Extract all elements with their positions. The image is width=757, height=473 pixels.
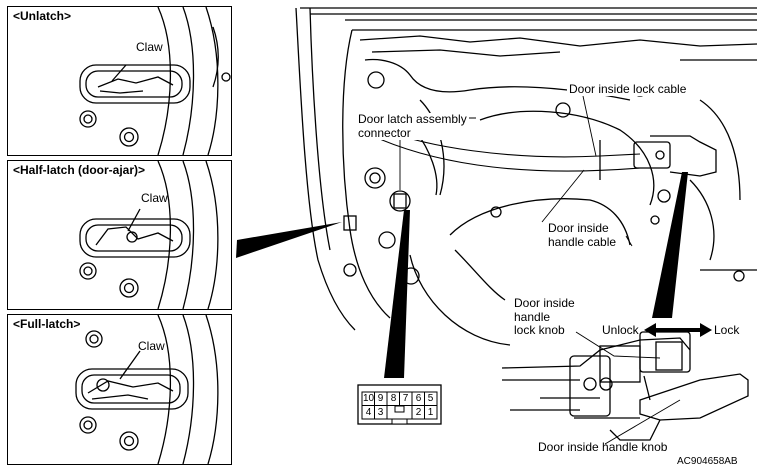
handle-detail-illustration — [501, 331, 749, 441]
pin-3: 3 — [377, 407, 384, 418]
unlatch-claw-label: Claw — [136, 40, 163, 54]
half-latch-title: <Half-latch (door-ajar)> — [13, 163, 146, 177]
lock-label: Lock — [714, 323, 740, 337]
connector-label: Door latch assembly connector — [356, 112, 469, 140]
full-latch-title: <Full-latch> — [13, 317, 81, 331]
figure-id: AC904658AB — [677, 456, 738, 467]
pin-10: 10 — [362, 393, 375, 404]
connector-pin-diagram — [357, 384, 442, 425]
pin-4: 4 — [365, 407, 372, 418]
half-latch-illustration — [79, 161, 219, 309]
pin-9: 9 — [377, 393, 384, 404]
pin-1: 1 — [427, 407, 434, 418]
pin-6: 6 — [415, 393, 422, 404]
handle-knob-label: Door inside handle knob — [538, 440, 668, 454]
lock-direction-arrows — [644, 323, 712, 337]
unlatch-illustration — [79, 7, 231, 155]
unlatch-panel: <Unlatch> Claw — [7, 6, 232, 156]
half-latch-panel: <Half-latch (door-ajar)> Claw — [7, 160, 232, 310]
half-latch-claw-label: Claw — [141, 191, 168, 205]
pin-2: 2 — [415, 407, 422, 418]
pin-8: 8 — [390, 393, 397, 404]
unlatch-title: <Unlatch> — [13, 9, 72, 23]
lock-knob-label: Door inside handle lock knob — [514, 296, 575, 337]
pin-7: 7 — [402, 393, 409, 404]
pin-5: 5 — [427, 393, 434, 404]
full-latch-illustration — [75, 315, 219, 464]
full-latch-claw-label: Claw — [138, 339, 165, 353]
unlock-label: Unlock — [602, 323, 639, 337]
leader-wedge-handle — [652, 172, 688, 318]
leader-wedge-connector — [384, 210, 410, 378]
full-latch-panel: <Full-latch> Claw — [7, 314, 232, 465]
lock-cable-label: Door inside lock cable — [567, 82, 689, 96]
handle-cable-label: Door inside handle cable — [546, 221, 619, 249]
leader-wedge-left — [236, 222, 342, 258]
